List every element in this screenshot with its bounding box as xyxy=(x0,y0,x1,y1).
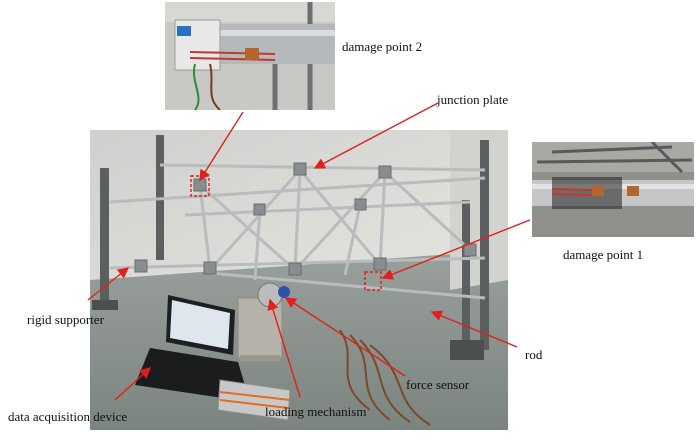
damage-point-1-arrow xyxy=(381,219,531,280)
label-damage-point-2: damage point 2 xyxy=(342,39,423,54)
damage-point-2-box xyxy=(190,175,210,197)
damage-point-2-arrow xyxy=(199,111,244,182)
junction-plates xyxy=(134,162,477,276)
data-acquisition-device-arrow xyxy=(114,367,152,401)
label-rigid-supporter: rigid supporter xyxy=(27,312,104,327)
label-rod: rod xyxy=(525,347,543,362)
label-junction-plate: junction plate xyxy=(437,92,509,107)
force-sensor-arrow xyxy=(284,297,406,377)
rod-arrow xyxy=(430,310,518,348)
label-damage-point-1: damage point 1 xyxy=(563,247,644,262)
main-photo xyxy=(90,130,508,430)
damage-point-1-box xyxy=(364,271,382,291)
junction-plate-arrow xyxy=(313,102,439,169)
label-data-acquisition-device: data acquisition device xyxy=(8,409,128,424)
data-acquisition-box xyxy=(217,379,291,421)
inset-photo-damage-point-2 xyxy=(165,2,335,110)
inset-photo-damage-point-1 xyxy=(532,142,694,237)
label-loading-mechanism: loading mechanism xyxy=(265,404,367,419)
rigid-supporter-arrow xyxy=(87,267,130,301)
label-force-sensor: force sensor xyxy=(406,377,470,392)
loading-mechanism-arrow xyxy=(267,298,301,398)
